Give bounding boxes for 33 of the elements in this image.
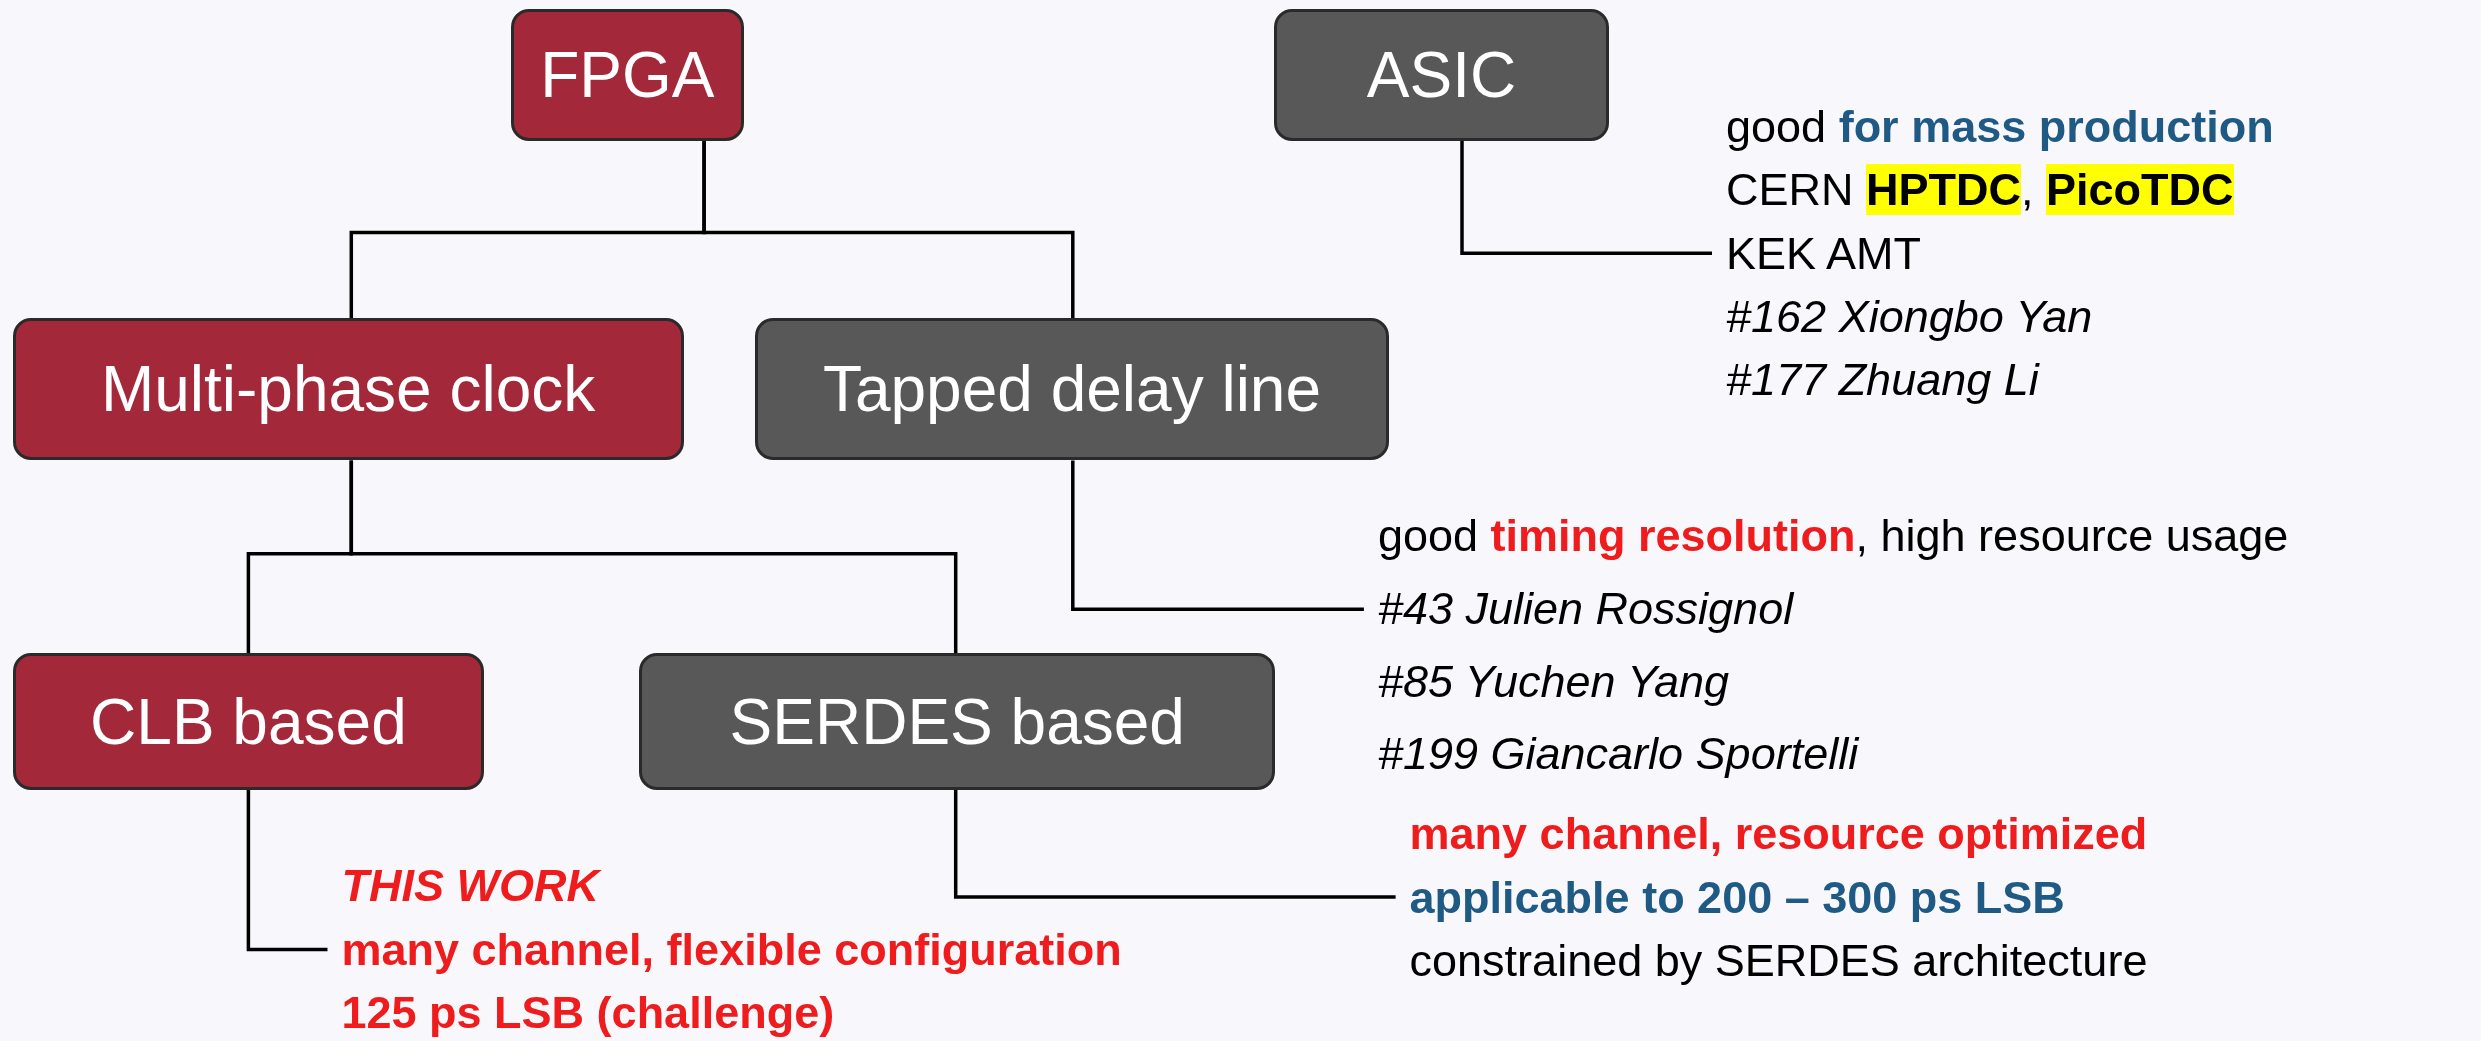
- box-label: CLB based: [90, 684, 407, 759]
- connector-line: [1460, 140, 1712, 255]
- category-box: [12, 653, 485, 790]
- note-text: #162 Xiongbo Yan: [1726, 289, 2094, 344]
- note-text: #177 Zhuang Li: [1726, 353, 2041, 408]
- note-text: many channel, flexible configuration: [341, 922, 1122, 977]
- category-box: [12, 318, 684, 461]
- category-box: [639, 653, 1276, 790]
- box-label: ASIC: [1366, 38, 1517, 113]
- connector-line: [953, 789, 1396, 899]
- note-text: many channel, resource optimized: [1409, 807, 2148, 862]
- note-text: good timing resolution, high resource usage: [1377, 509, 2289, 563]
- category-box: [754, 318, 1390, 461]
- connector-line: [702, 140, 1075, 318]
- note-text: #199 Giancarlo Sportelli: [1377, 727, 1861, 782]
- note-text: THIS WORK: [341, 854, 1122, 918]
- note-text: KEK AMT: [1726, 226, 1923, 281]
- note-text: CERN HPTDC, PicoTDC: [1726, 163, 2235, 218]
- note-text: #43 Julien Rossignol: [1377, 581, 1796, 636]
- box-label: Multi-phase clock: [100, 352, 596, 427]
- connector-line: [1071, 460, 1364, 611]
- note-text: constrained by SERDES architecture: [1409, 933, 2148, 988]
- category-box: [511, 9, 744, 141]
- box-label: SERDES based: [729, 684, 1185, 759]
- note-text: #85 Yuchen Yang: [1377, 654, 1731, 709]
- note-text: good for mass production: [1726, 99, 2274, 154]
- box-label: Tapped delay line: [822, 352, 1322, 427]
- connector-line: [246, 789, 328, 952]
- connector-line: [349, 460, 958, 654]
- category-box: [1273, 9, 1610, 141]
- note-text: applicable to 200 – 300 ps LSB: [1409, 870, 2066, 925]
- note-text: 125 ps LSB (challenge): [341, 986, 836, 1040]
- box-label: FPGA: [540, 38, 715, 113]
